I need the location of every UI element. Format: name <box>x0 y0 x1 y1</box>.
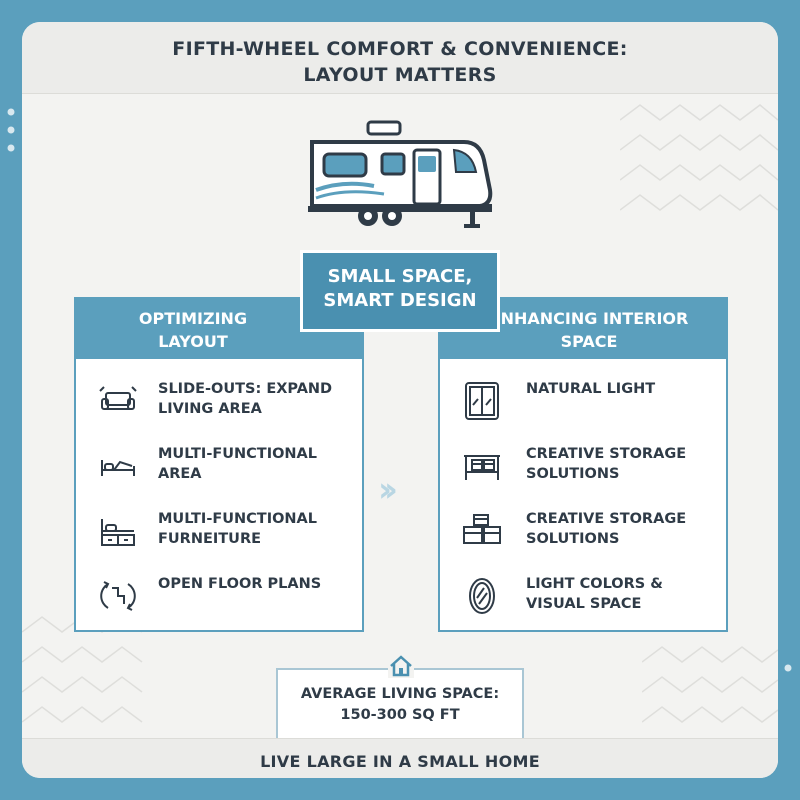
item-label-line-2: VISUAL SPACE <box>526 596 642 612</box>
item-label-line-1: CREATIVE STORAGE <box>526 511 687 527</box>
chevron-pattern-top-right <box>620 104 778 211</box>
living-space-label: AVERAGE LIVING SPACE: <box>300 686 500 702</box>
furniture-storage-icon <box>101 519 135 546</box>
chevron-pattern-bottom-right <box>642 646 778 723</box>
sofa-icon <box>99 386 137 410</box>
center-label: SMALL SPACE, SMART DESIGN <box>300 250 500 332</box>
page-title: FIFTH-WHEEL COMFORT & CONVENIENCE: LAYOU… <box>22 36 778 88</box>
list-item: CREATIVE STORAGE SOLUTIONS <box>462 444 712 494</box>
list-item: LIGHT COLORS & VISUAL SPACE <box>462 574 712 624</box>
title-line-2: LAYOUT MATTERS <box>303 64 497 86</box>
fifth-wheel-trailer-icon <box>308 120 493 228</box>
living-space-box: AVERAGE LIVING SPACE: 150-300 SQ FT <box>276 668 524 740</box>
mirror-icon <box>469 578 495 614</box>
panel-heading-line-2: SPACE <box>560 332 618 351</box>
list-item: CREATIVE STORAGE SOLUTIONS <box>462 509 712 559</box>
item-label-line-1: CREATIVE STORAGE <box>526 446 687 462</box>
optimizing-layout-panel: OPTIMIZING LAYOUT SLIDE-OUTS: EXPAND LIV… <box>74 297 364 632</box>
floor-plan-icon <box>100 581 136 611</box>
item-label-line-2: AREA <box>158 466 202 482</box>
header-band <box>22 22 778 94</box>
decorative-dots-right <box>784 664 792 672</box>
item-label-line-2: SOLUTIONS <box>526 466 620 482</box>
item-label-line-1: MULTI-FUNCTIONAL <box>158 446 318 462</box>
footer-tagline: LIVE LARGE IN A SMALL HOME <box>260 752 540 771</box>
panel-heading-line-1: OPTIMIZING <box>138 309 248 328</box>
title-line-1: FIFTH-WHEEL COMFORT & CONVENIENCE: <box>172 38 628 60</box>
item-label-line-1: LIGHT COLORS & <box>526 576 663 592</box>
list-item: MULTI-FUNCTIONAL AREA <box>98 444 348 494</box>
decorative-dots-left <box>7 108 15 152</box>
item-label-line-1: OPEN FLOOR PLANS <box>158 576 322 592</box>
item-label-line-2: SOLUTIONS <box>526 531 620 547</box>
list-item: OPEN FLOOR PLANS <box>98 574 348 624</box>
boxes-icon <box>463 514 501 544</box>
list-item: NATURAL LIGHT <box>462 379 712 429</box>
panel-heading-line-2: LAYOUT <box>158 332 228 351</box>
center-label-line-2: SMART DESIGN <box>323 290 477 311</box>
window-icon <box>465 382 499 420</box>
item-label-line-2: FURNEITURE <box>158 531 262 547</box>
center-label-line-1: SMALL SPACE, <box>327 266 473 287</box>
living-space-value: 150-300 SQ FT <box>340 707 460 723</box>
item-label-line-2: LIVING AREA <box>158 401 262 417</box>
bed-icon <box>101 460 135 476</box>
enhancing-interior-space-panel: ENHANCING INTERIOR SPACE NATURAL LIGHT <box>438 297 728 632</box>
footer-band <box>22 738 778 778</box>
double-chevron-right-icon: ›› <box>378 470 398 510</box>
panel-heading-line-1: ENHANCING INTERIOR <box>489 309 689 328</box>
shelf-storage-icon <box>464 455 500 480</box>
item-label-line-1: MULTI-FUNCTIONAL <box>158 511 318 527</box>
item-label-line-1: NATURAL LIGHT <box>526 381 656 397</box>
list-item: SLIDE-OUTS: EXPAND LIVING AREA <box>98 379 348 429</box>
item-label-line-1: SLIDE-OUTS: EXPAND <box>158 381 333 397</box>
infographic-card: FIFTH-WHEEL COMFORT & CONVENIENCE: LAYOU… <box>22 22 778 778</box>
house-icon <box>388 654 414 678</box>
list-item: MULTI-FUNCTIONAL FURNEITURE <box>98 509 348 559</box>
